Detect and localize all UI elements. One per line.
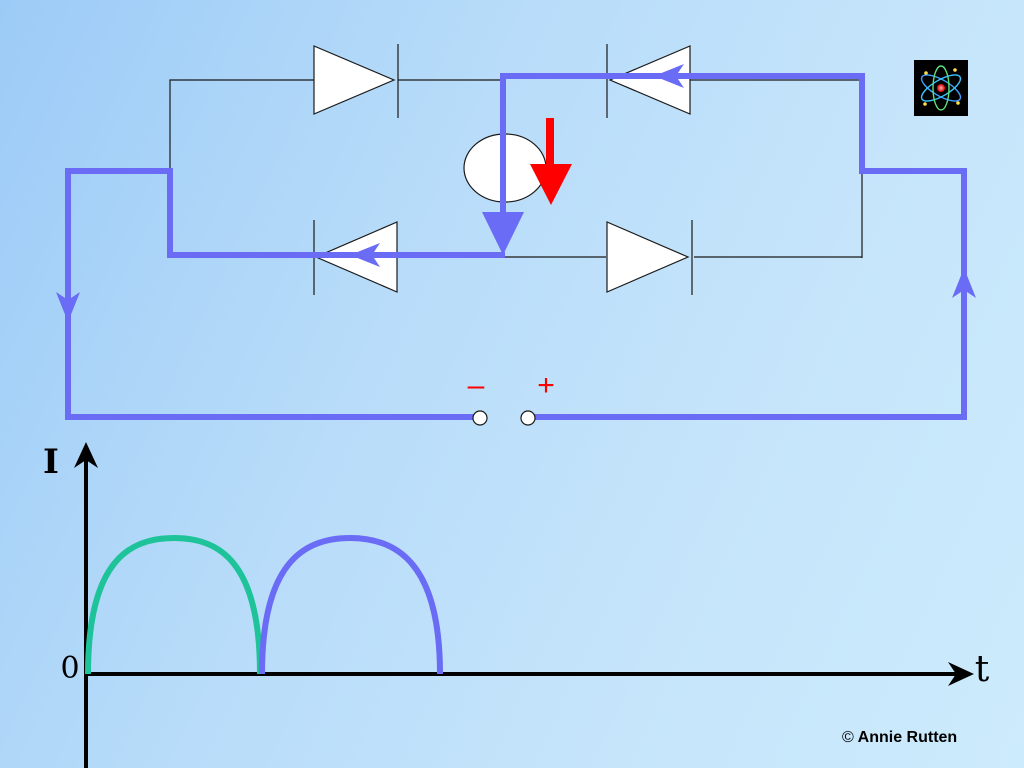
author-name: Annie Rutten (857, 729, 958, 746)
diode-top-right (606, 44, 691, 118)
copyright-notice: © Annie Rutten (842, 729, 957, 747)
origin-label: 0 (60, 651, 79, 686)
current-time-graph: I t 0 (43, 442, 990, 768)
arrow-up-right-wire (952, 268, 976, 298)
copyright-symbol: © (842, 729, 854, 746)
x-axis-label: t (975, 649, 990, 690)
terminal-minus (472, 410, 488, 426)
red-arrow-icon (530, 118, 572, 205)
y-axis-arrowhead (74, 442, 98, 468)
arrow-down-left-wire (56, 292, 80, 322)
diode-top-left (313, 44, 399, 118)
arrow-left-bottom-wire (350, 243, 380, 267)
graph-axes (84, 452, 964, 768)
atom-icon (914, 60, 968, 116)
current-direction-arrows (56, 64, 976, 322)
arrow-left-top-wire (654, 64, 684, 88)
arrow-down-load (482, 212, 524, 255)
first-half-wave (85, 534, 263, 675)
terminal-minus-label: – (468, 369, 485, 402)
terminal-plus-label: + (537, 369, 555, 402)
y-axis-label: I (43, 442, 59, 482)
current-path (65, 73, 967, 420)
terminal-plus (520, 410, 536, 426)
second-half-wave (259, 534, 443, 675)
x-axis-arrowhead (948, 662, 974, 686)
diode-bottom-right (606, 220, 693, 295)
